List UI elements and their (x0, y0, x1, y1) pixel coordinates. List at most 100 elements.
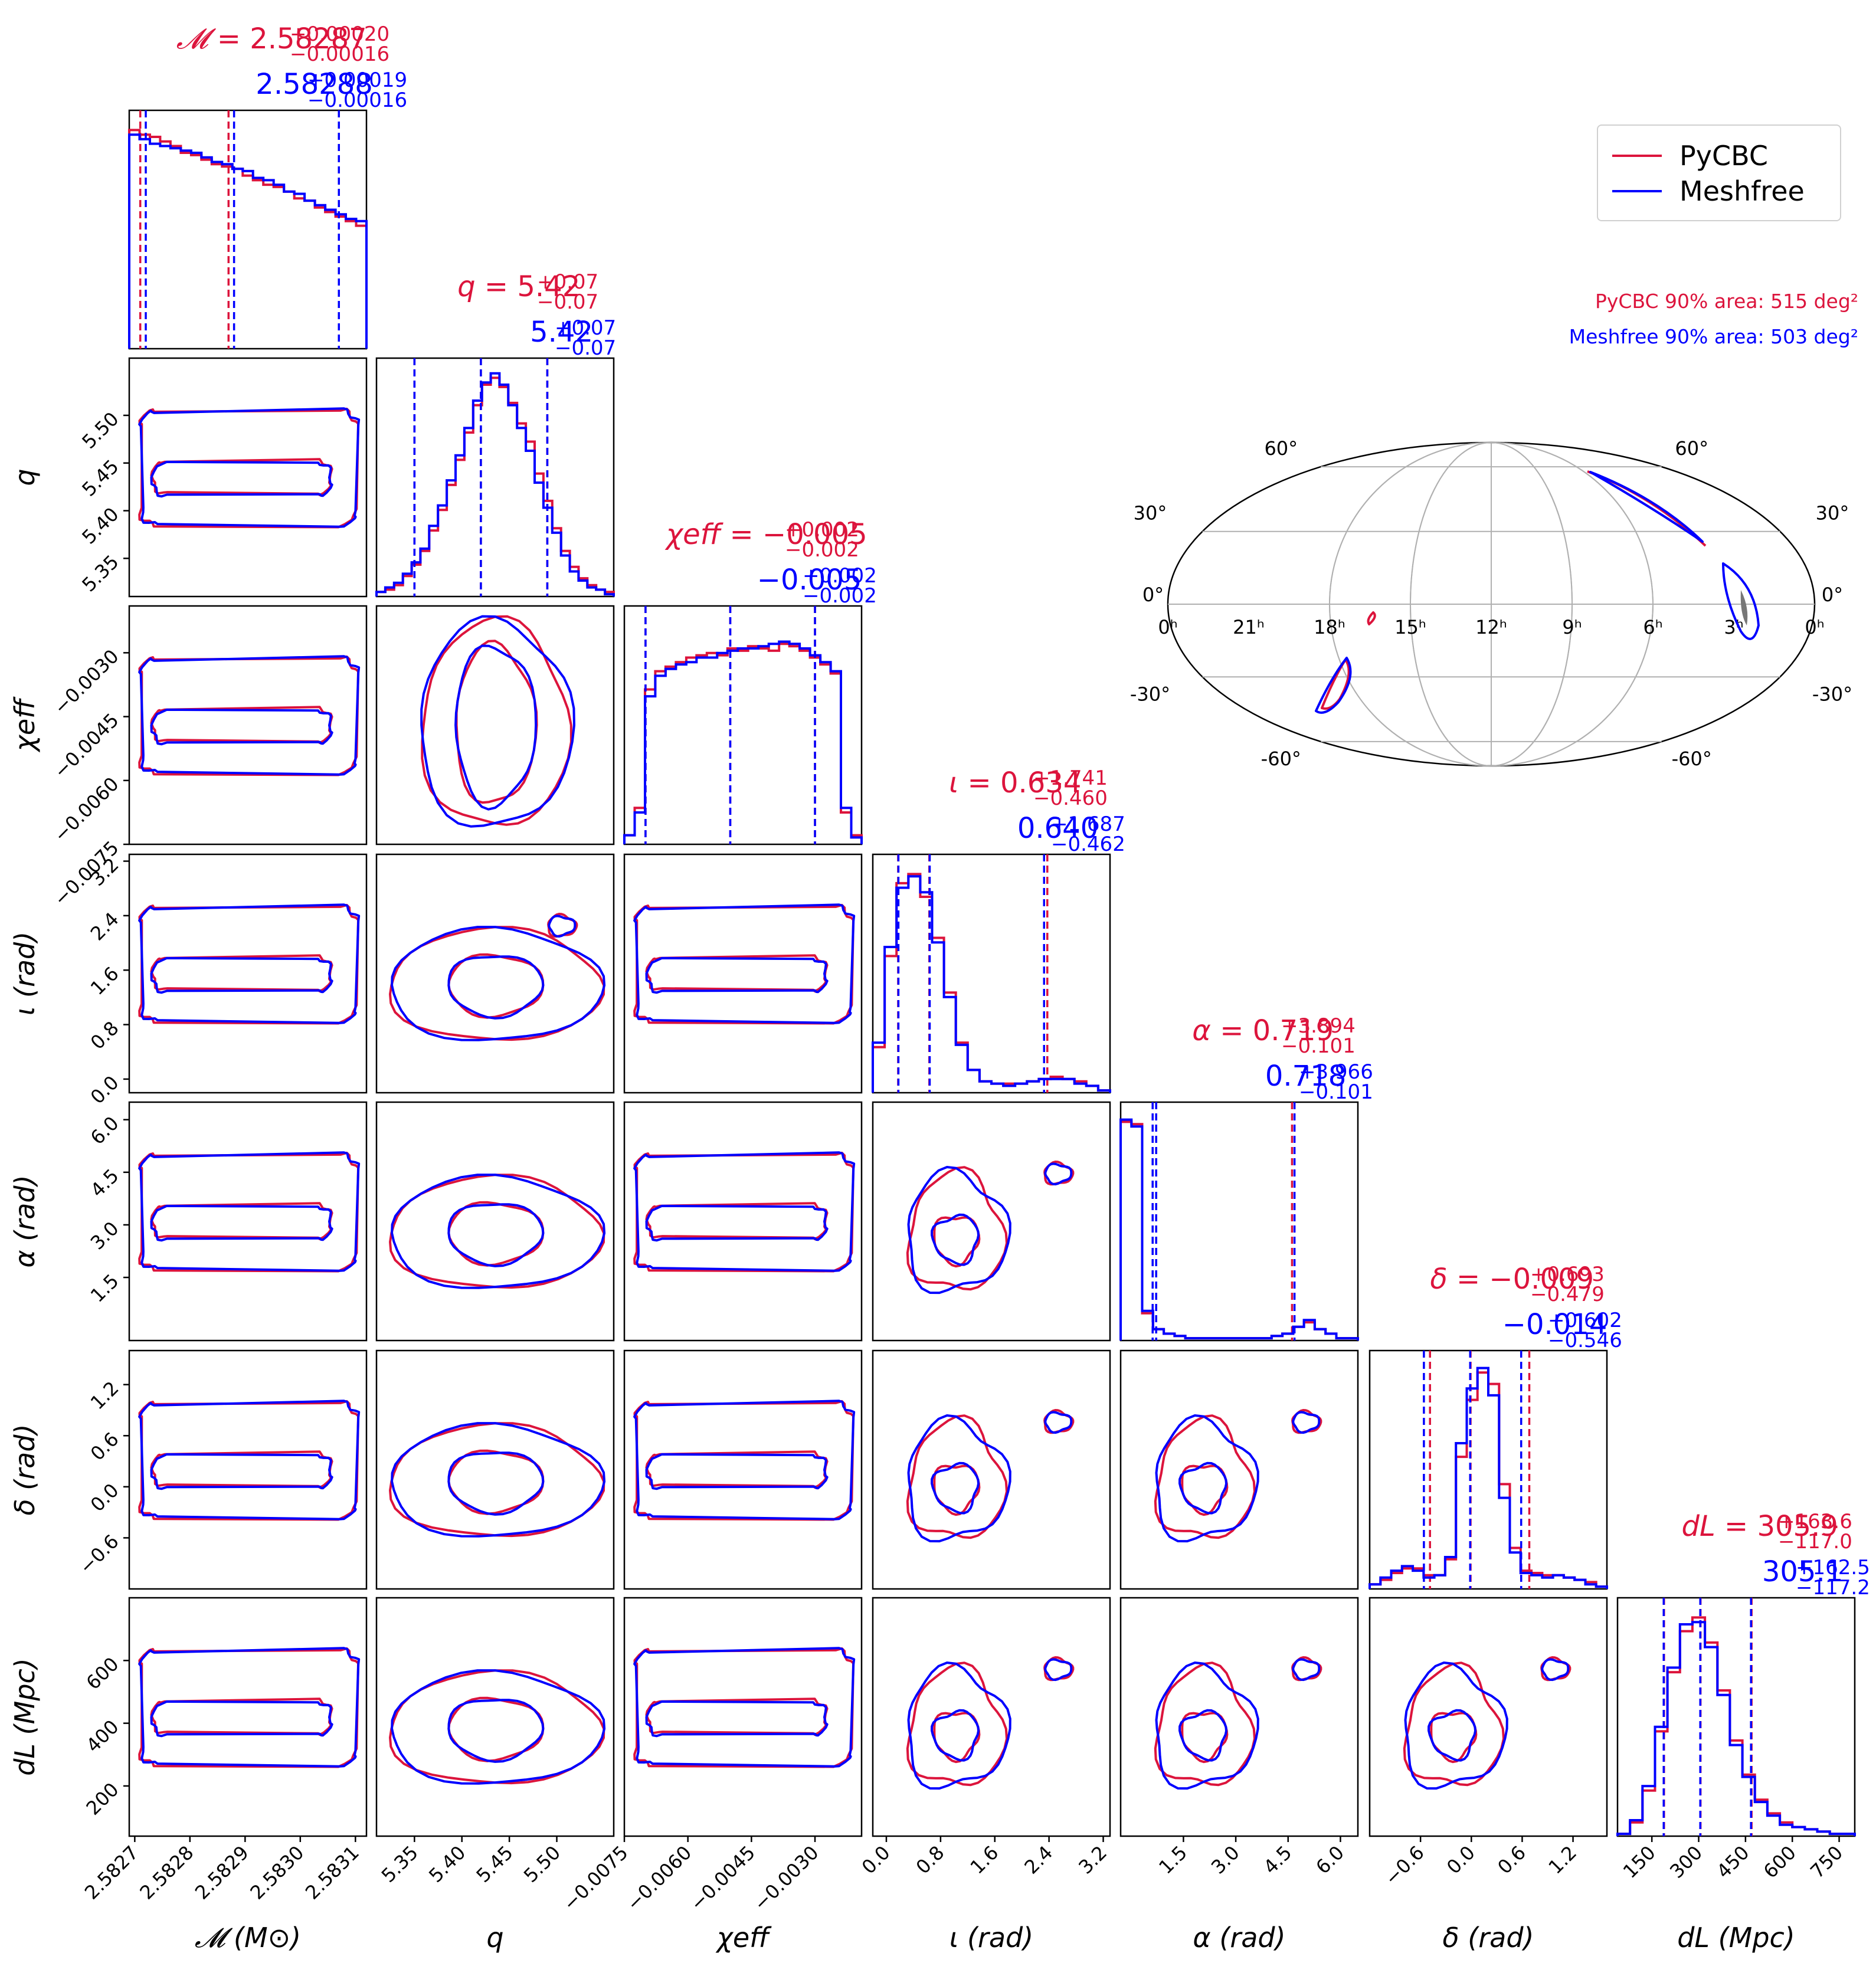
contour-inner-meshfree (150, 1700, 333, 1738)
y-axis-label-2: χeff (9, 696, 41, 753)
title-plus-meshfree: +3.966 (1299, 1060, 1373, 1084)
ra-tick-label: 15ʰ (1394, 616, 1426, 638)
x-axis-label-2: χeff (715, 1922, 772, 1954)
x-tick-label: 5.40 (424, 1841, 470, 1887)
contour-outer-pycbc (138, 903, 359, 1025)
title-symbol: dL (1682, 1510, 1715, 1543)
title-plus-pycbc: +0.07 (537, 270, 598, 294)
panel-frame (1119, 1597, 1359, 1837)
title-meshfree-3: 0.640 (1017, 812, 1098, 845)
title-plus-pycbc: +1.741 (1033, 766, 1108, 790)
ra-tick-label: 6ʰ (1643, 616, 1662, 638)
ra-tick-label: 21ʰ (1233, 616, 1265, 638)
legend: PyCBC Meshfree (1597, 124, 1841, 221)
title-minus-meshfree: −0.002 (803, 584, 877, 608)
y-tick-label: 600 (82, 1653, 123, 1694)
title-plus-meshfree: +0.602 (1548, 1309, 1622, 1332)
title-median: = 0.719 (1211, 1014, 1334, 1047)
ra-tick-label: 0ʰ (1158, 616, 1177, 638)
y-tick-label: 400 (82, 1715, 123, 1756)
panel-frame (623, 605, 863, 846)
contour-outer-meshfree (138, 1647, 361, 1768)
sky-contour-pycbc-south (1321, 658, 1350, 710)
panel-frame (128, 1101, 368, 1342)
title-meshfree-6: 305.1 (1762, 1555, 1843, 1588)
contour-outer-meshfree (138, 1400, 361, 1520)
contour-outer-pycbc (138, 1400, 359, 1521)
contour-outer-meshfree (633, 903, 856, 1024)
title-meshfree-0: 2.58288 (256, 68, 373, 101)
contour-outer-pycbc (1154, 1414, 1256, 1539)
contour-outer-meshfree (138, 903, 361, 1024)
dec-tick-label-right: -30° (1812, 683, 1852, 705)
x-tick-label: 5.45 (472, 1841, 518, 1887)
hist-pycbc-0 (128, 129, 368, 349)
contour-inner-meshfree (447, 955, 545, 1020)
hist-meshfree-1 (375, 372, 615, 597)
contour-inner-meshfree (645, 1204, 829, 1242)
ra-tick-label: 3ʰ (1724, 616, 1743, 638)
contour-inner-meshfree (931, 1213, 980, 1266)
hist-meshfree-4 (1119, 1118, 1359, 1341)
panel-frame (128, 853, 368, 1094)
title-pycbc-0: 𝓜 = 2.58287 (176, 22, 367, 55)
y-tick-label: 5.35 (77, 550, 123, 596)
title-minus-pycbc: −0.101 (1281, 1034, 1356, 1058)
y-tick-label: 6.0 (86, 1112, 123, 1149)
title-plus-pycbc: +3.894 (1281, 1014, 1356, 1038)
x-tick-label: 5.35 (377, 1841, 423, 1887)
x-tick-label: 450 (1712, 1841, 1753, 1883)
x-axis-label-0: 𝓜 (M⊙) (195, 1922, 301, 1954)
dec-tick-label-left: -30° (1130, 683, 1170, 705)
contour-island-meshfree (548, 915, 577, 938)
x-tick-label: 150 (1619, 1841, 1660, 1883)
panel-frame (375, 853, 615, 1094)
x-tick-label: 2.5829 (191, 1841, 253, 1904)
title-meshfree-1: 5.42 (530, 316, 593, 349)
contour-inner-meshfree (1428, 1709, 1476, 1762)
x-tick-label: 3.0 (1207, 1841, 1244, 1879)
title-pycbc-5: δ = −0.009 (1430, 1263, 1594, 1296)
title-median: = 0.634 (958, 766, 1081, 799)
x-tick-label: 2.5828 (135, 1841, 198, 1904)
title-pycbc-6: dL = 305.9 (1682, 1510, 1838, 1543)
title-symbol: q (457, 270, 475, 303)
title-meshfree-2: −0.005 (757, 563, 862, 597)
y-tick-label: 1.2 (86, 1377, 123, 1414)
pycbc-line-swatch (1612, 155, 1662, 157)
x-tick-label: 2.5831 (301, 1841, 364, 1904)
y-tick-label: 5.40 (77, 503, 123, 548)
legend-label-pycbc: PyCBC (1679, 140, 1768, 172)
meshfree-line-swatch (1612, 190, 1662, 192)
contour-outer-pycbc (1154, 1661, 1256, 1787)
title-plus-pycbc: +0.002 (785, 518, 859, 542)
x-tick-label: 1.5 (1154, 1841, 1191, 1879)
contour-outer-meshfree (907, 1414, 1011, 1543)
x-tick-label: −0.6 (1380, 1841, 1429, 1890)
title-minus-pycbc: −0.460 (1033, 786, 1108, 810)
hist-meshfree-0 (128, 133, 368, 349)
x-tick-label: 300 (1665, 1841, 1707, 1883)
y-axis-label-1: q (9, 468, 41, 486)
contour-inner-meshfree (931, 1461, 980, 1515)
title-minus-pycbc: −0.07 (537, 290, 598, 314)
contour-outer-pycbc (138, 1647, 359, 1768)
y-tick-label: −0.0030 (50, 645, 123, 719)
contour-outer-pycbc (1403, 1661, 1505, 1787)
panel-frame (623, 1101, 863, 1342)
panel-3-1 (375, 853, 615, 1094)
hist-meshfree-2 (623, 640, 863, 844)
panel-frame (872, 1597, 1111, 1837)
panel-3-3 (872, 853, 1111, 1094)
y-tick-label: 0.8 (86, 1017, 123, 1054)
contour-outer-pycbc (138, 1151, 359, 1273)
y-axis-label-5: δ (rad) (9, 1424, 41, 1516)
panel-frame (872, 1101, 1111, 1342)
contour-outer-meshfree (420, 615, 575, 828)
panel-5-5 (1368, 1349, 1608, 1590)
panel-frame (1119, 1349, 1359, 1590)
title-meshfree-4: 0.718 (1265, 1060, 1346, 1093)
y-tick-label: 0.0 (86, 1479, 123, 1516)
title-minus-meshfree: −0.101 (1299, 1080, 1373, 1104)
